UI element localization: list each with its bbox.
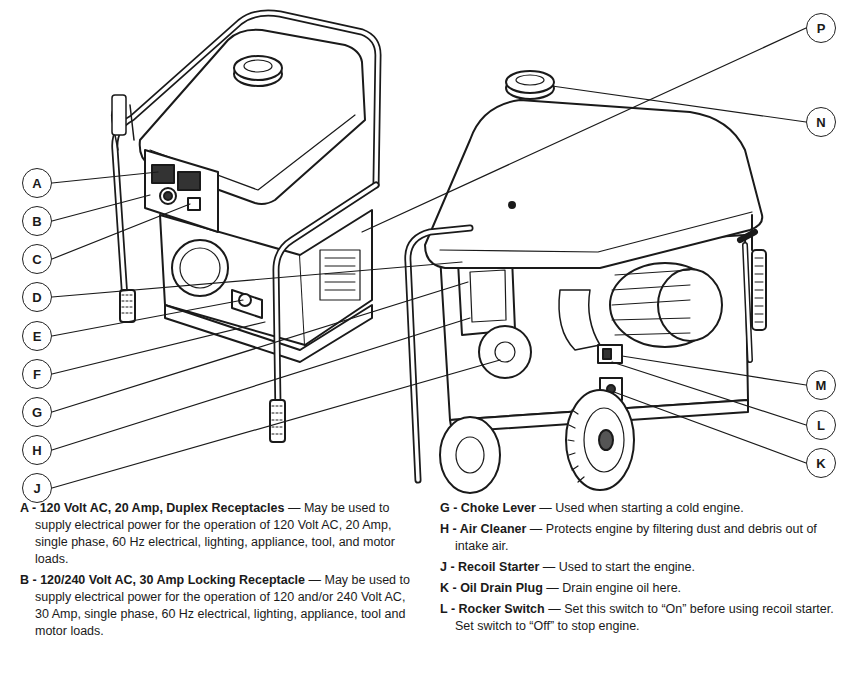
- callout-letter: N: [816, 116, 825, 129]
- callout-letter: A: [32, 177, 41, 190]
- callout-letter: L: [817, 419, 825, 432]
- callout-circle: J: [22, 473, 52, 503]
- part-description: L - Rocker Switch — Set this switch to “…: [440, 601, 840, 635]
- part-description: H - Air Cleaner — Protects engine by fil…: [440, 521, 840, 555]
- callout-circle: K: [806, 448, 836, 478]
- callout-circle: N: [806, 107, 836, 137]
- callout-circle: F: [22, 359, 52, 389]
- callout-letter: E: [33, 330, 42, 343]
- callout-letter: J: [33, 482, 40, 495]
- callout-circle: B: [22, 206, 52, 236]
- callout-circle: P: [806, 13, 836, 43]
- part-name: B - 120/240 Volt AC, 30 Amp Locking Rece…: [20, 573, 305, 587]
- callout-letter: G: [32, 406, 42, 419]
- part-name: H - Air Cleaner: [440, 522, 526, 536]
- callout-circle: A: [22, 168, 52, 198]
- callout-circle: E: [22, 321, 52, 351]
- part-description: K - Oil Drain Plug — Drain engine oil he…: [440, 580, 840, 597]
- callout-circle: L: [806, 410, 836, 440]
- callout-letter: C: [32, 253, 41, 266]
- part-name: G - Choke Lever: [440, 501, 536, 515]
- part-description: B - 120/240 Volt AC, 30 Amp Locking Rece…: [20, 572, 410, 640]
- part-note: — Used when starting a cold engine.: [539, 501, 743, 515]
- callout-circle: D: [22, 282, 52, 312]
- callout-letter: M: [816, 379, 827, 392]
- part-name: J - Recoil Starter: [440, 560, 539, 574]
- callout-letter: D: [32, 291, 41, 304]
- part-note: — Used to start the engine.: [543, 560, 695, 574]
- callout-circle: M: [806, 370, 836, 400]
- callout-letter: H: [32, 444, 41, 457]
- part-description: G - Choke Lever — Used when starting a c…: [440, 500, 840, 517]
- callout-circle: C: [22, 244, 52, 274]
- leader-lines: [52, 28, 806, 488]
- callout-letter: F: [33, 368, 41, 381]
- part-note: — Drain engine oil here.: [546, 581, 681, 595]
- callout-letter: B: [32, 215, 41, 228]
- part-description: A - 120 Volt AC, 20 Amp, Duplex Receptac…: [20, 500, 410, 568]
- left-generator: [112, 13, 378, 442]
- right-generator: [408, 71, 766, 493]
- part-name: A - 120 Volt AC, 20 Amp, Duplex Receptac…: [20, 501, 284, 515]
- part-name: L - Rocker Switch: [440, 602, 545, 616]
- part-description: J - Recoil Starter — Used to start the e…: [440, 559, 840, 576]
- callout-letter: K: [816, 457, 825, 470]
- callout-circle: G: [22, 397, 52, 427]
- callout-letter: P: [817, 22, 826, 35]
- part-name: K - Oil Drain Plug: [440, 581, 543, 595]
- callout-circle: H: [22, 435, 52, 465]
